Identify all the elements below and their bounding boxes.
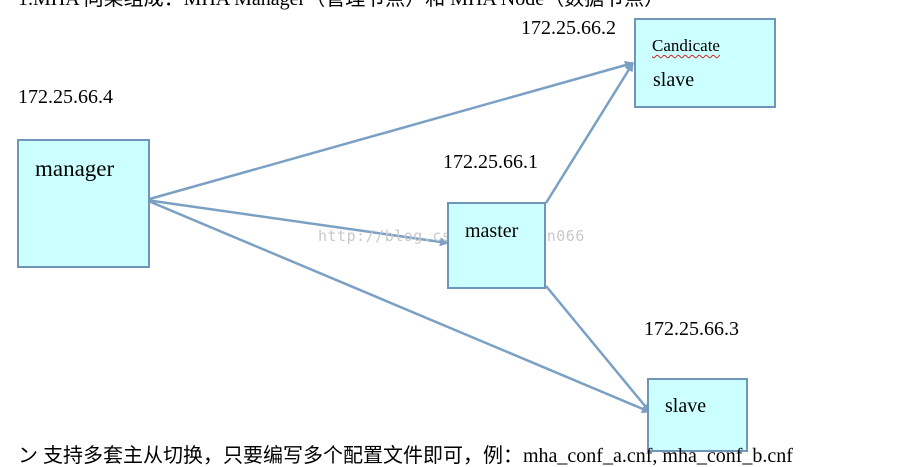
- arrow-manager-to-master: [145, 198, 449, 247]
- slave-node: slave: [647, 378, 748, 452]
- master-node: master: [447, 202, 546, 289]
- header-text: 1.MHA 向架组成：MHA Manager（管理节点）和 MHA Node（数…: [18, 0, 664, 10]
- candidate-role-label: slave: [653, 69, 695, 91]
- footer-text: ン 支持多套主从切换，只要编写多个配置文件即可，例：mha_conf_a.cnf…: [18, 445, 793, 467]
- arrow-manager-to-slave: [145, 198, 651, 414]
- arrow-master-to-slave: [545, 285, 651, 413]
- manager-label: manager: [35, 156, 115, 181]
- candidate-node: Candicate slave: [634, 18, 776, 108]
- master-label: master: [465, 220, 519, 242]
- arrow-master-to-candidate: [544, 62, 635, 204]
- connection-arrows: [145, 60, 651, 414]
- master-ip: 172.25.66.1: [443, 151, 538, 173]
- arrow-manager-to-candidate: [145, 60, 634, 202]
- candidate-ip: 172.25.66.2: [521, 17, 616, 39]
- candidate-label: Candicate: [652, 36, 720, 55]
- manager-node: manager: [17, 139, 150, 268]
- slave-ip: 172.25.66.3: [644, 318, 739, 340]
- manager-ip: 172.25.66.4: [18, 86, 113, 108]
- slave-label: slave: [665, 395, 707, 417]
